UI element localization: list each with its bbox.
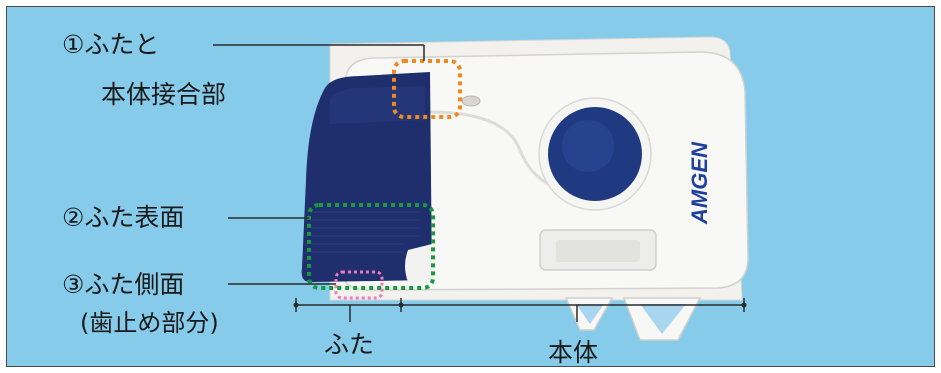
window-slot-inner: [556, 240, 640, 262]
lid-notch: [405, 244, 432, 282]
navy-lid: [301, 72, 432, 282]
lid-grip-ridges: [312, 211, 420, 253]
lid-highlight: [330, 86, 425, 124]
label-lid-surface: ②ふた表面: [62, 203, 185, 232]
status-light: [461, 95, 481, 107]
label-lid: ふた: [324, 330, 375, 359]
label-lid-side: ③ふた側面: [62, 270, 185, 299]
injection-button-highlight: [562, 120, 614, 172]
tab-right-arrow: [640, 304, 686, 334]
label-body: 本体: [548, 338, 599, 367]
label-lid-joint: ①ふたと: [62, 30, 160, 59]
label-lid-side-sub: (歯止め部分): [80, 309, 219, 337]
tab-left-arrow: [576, 304, 604, 324]
marker-lid-side: [334, 270, 384, 300]
brand-logo: AMGEN: [687, 141, 712, 225]
marker-lid-surface: [307, 203, 435, 290]
marker-lid-joint: [392, 59, 462, 119]
label-lid-joint-sub: 本体接合部: [101, 80, 227, 109]
